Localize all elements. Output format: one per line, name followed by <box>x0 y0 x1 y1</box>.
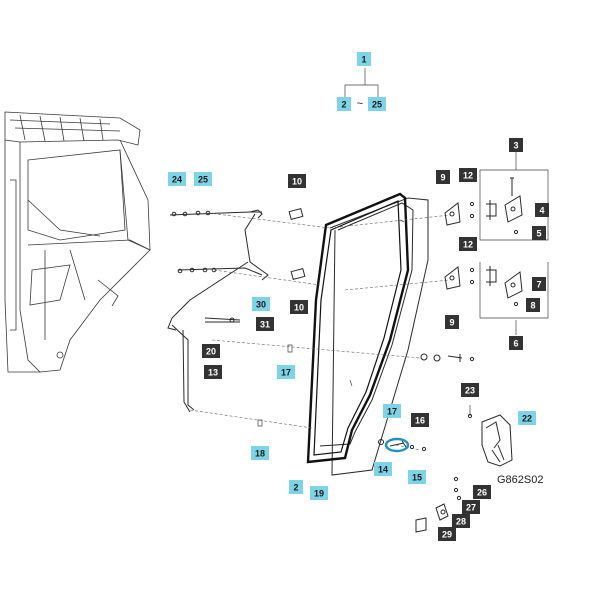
svg-text:6: 6 <box>513 339 518 349</box>
callout-31: 31 <box>256 317 274 331</box>
callout-18: 18 <box>251 446 269 460</box>
callout-26: 26 <box>473 485 491 499</box>
svg-text:24: 24 <box>172 175 182 185</box>
callout-9-lower: 9 <box>445 315 459 329</box>
callout-15: 15 <box>408 470 426 484</box>
door-glass <box>306 192 429 476</box>
svg-text:30: 30 <box>256 300 266 310</box>
svg-text:25: 25 <box>198 175 208 185</box>
callout-14: 14 <box>374 462 392 476</box>
callout-17-right: 17 <box>383 404 401 418</box>
drawing-code: G862S02 <box>497 474 543 486</box>
svg-text:12: 12 <box>463 240 473 250</box>
svg-text:7: 7 <box>536 280 541 290</box>
svg-text:2: 2 <box>293 483 298 493</box>
svg-text:25: 25 <box>372 100 382 110</box>
svg-text:3: 3 <box>513 141 518 151</box>
svg-text:8: 8 <box>530 301 535 311</box>
callout-8: 8 <box>526 298 540 312</box>
svg-text:23: 23 <box>465 386 475 396</box>
callout-24: 24 <box>168 172 186 186</box>
callout-1: 1 <box>357 52 371 66</box>
callout-29: 29 <box>438 527 456 541</box>
svg-text:29: 29 <box>442 530 452 540</box>
svg-text:4: 4 <box>539 206 544 216</box>
hinge-assembly-lower <box>444 266 523 307</box>
callout-6: 6 <box>509 336 523 350</box>
svg-text:26: 26 <box>477 488 487 498</box>
callout-7: 7 <box>532 277 546 291</box>
callout-2-top: 2 <box>337 97 351 111</box>
cab-frame <box>4 111 151 373</box>
callout-10-lower: 10 <box>290 300 308 314</box>
callout-9-upper: 9 <box>436 170 450 184</box>
callout-12-lower: 12 <box>459 237 477 251</box>
svg-text:17: 17 <box>281 368 291 378</box>
svg-text:19: 19 <box>314 489 324 499</box>
handle-lock <box>415 405 513 533</box>
callout-4: 4 <box>535 203 549 217</box>
seal-ring-14 <box>378 437 427 453</box>
svg-text:12: 12 <box>463 171 473 181</box>
svg-text:16: 16 <box>415 416 425 426</box>
bolt-row <box>420 353 475 362</box>
callout-25: 25 <box>194 172 212 186</box>
callout-20: 20 <box>202 344 220 358</box>
callout-16: 16 <box>411 413 429 427</box>
callout-30: 30 <box>252 297 270 311</box>
callout-25-top: 25 <box>368 97 386 111</box>
svg-text:17: 17 <box>387 407 397 417</box>
leader-lines <box>189 68 549 451</box>
callout-17-left: 17 <box>277 365 295 379</box>
callout-22: 22 <box>518 411 536 425</box>
svg-text:10: 10 <box>292 177 302 187</box>
svg-text:15: 15 <box>412 473 422 483</box>
callout-3: 3 <box>509 138 523 152</box>
svg-text:1: 1 <box>361 55 366 65</box>
callout-12-upper: 12 <box>459 168 477 182</box>
callout-2-bottom: 2 <box>289 480 303 494</box>
svg-text:27: 27 <box>466 503 476 513</box>
callout-13: 13 <box>204 365 222 379</box>
callout-28: 28 <box>452 514 470 528</box>
svg-text:20: 20 <box>206 347 216 357</box>
hinge-assembly-upper <box>444 177 523 235</box>
svg-text:9: 9 <box>440 173 445 183</box>
callout-19: 19 <box>310 486 328 500</box>
callout-10-upper: 10 <box>288 174 306 188</box>
svg-text:5: 5 <box>536 229 541 239</box>
callout-27: 27 <box>462 500 480 514</box>
hinge-rods <box>167 207 306 427</box>
svg-text:31: 31 <box>260 320 270 330</box>
svg-text:13: 13 <box>208 368 218 378</box>
callout-23: 23 <box>461 383 479 397</box>
svg-text:14: 14 <box>378 465 388 475</box>
svg-text:9: 9 <box>449 318 454 328</box>
svg-text:2: 2 <box>341 100 346 110</box>
svg-text:22: 22 <box>522 414 532 424</box>
callout-5: 5 <box>532 226 546 240</box>
range-tilde: ~ <box>357 98 363 110</box>
svg-text:10: 10 <box>294 303 304 313</box>
svg-text:18: 18 <box>255 449 265 459</box>
svg-text:28: 28 <box>456 517 466 527</box>
